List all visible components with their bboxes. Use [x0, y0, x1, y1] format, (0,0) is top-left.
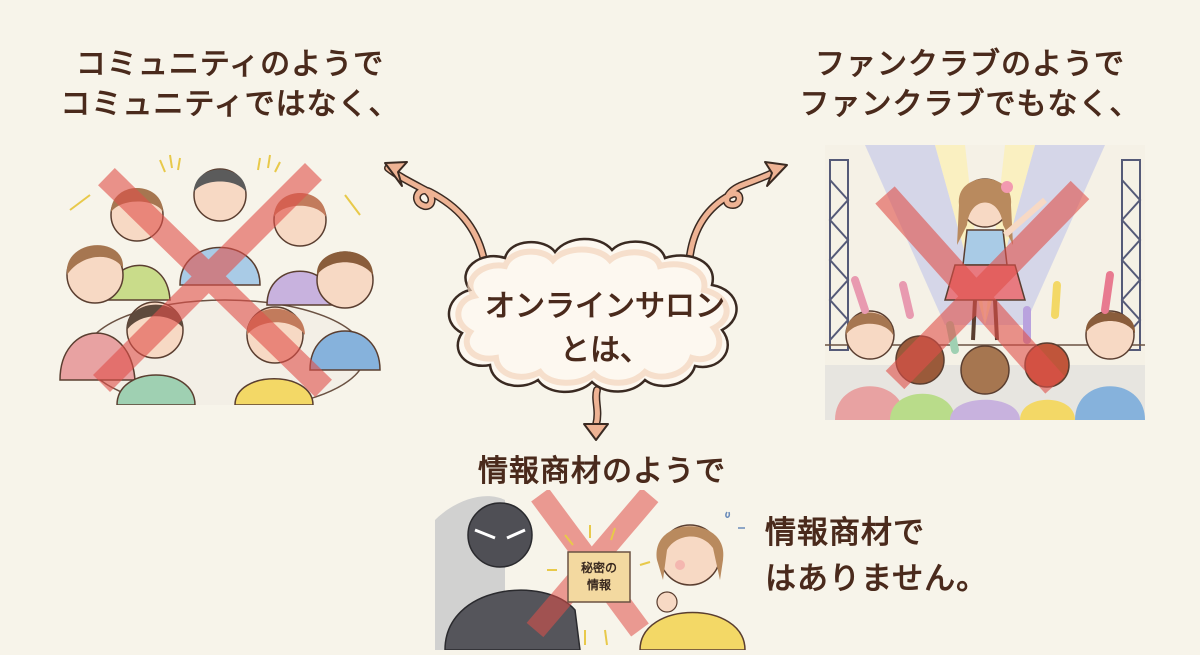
- conclusion-text: 情報商材で はありません。: [765, 510, 995, 602]
- cloud-title: オンラインサロン とは、: [455, 285, 755, 373]
- fanclub-heading-line1: ファンクラブのようで: [815, 47, 1125, 82]
- worried-woman-figure: [639, 524, 746, 650]
- box-label-line1: 秘密の: [580, 561, 617, 575]
- community-heading: コミュニティのようで コミュニティではなく、: [55, 45, 405, 125]
- info-product-illustration: [435, 490, 746, 650]
- cloud-title-line2: とは、: [560, 333, 650, 368]
- arrow-down-icon: [583, 386, 609, 441]
- secret-info-box-label: 秘密の 情報: [568, 552, 630, 602]
- fanclub-illustration: [825, 145, 1145, 420]
- cross-mark-icon: [93, 163, 332, 397]
- sparkle-icon: [69, 154, 361, 216]
- fanclub-heading-line2: ファンクラブでもなく、: [799, 87, 1141, 122]
- community-heading-line2: コミュニティではなく、: [60, 87, 400, 122]
- stage-truss: [828, 159, 1142, 351]
- conclusion-line1: 情報商材で: [765, 515, 925, 551]
- community-illustration: [59, 154, 381, 405]
- cross-mark-icon: [875, 180, 1090, 394]
- info-product-heading: 情報商材のようで: [462, 452, 742, 492]
- box-label-line2: 情報: [586, 578, 611, 592]
- arrow-right-icon: [686, 161, 788, 259]
- fanclub-heading: ファンクラブのようで ファンクラブでもなく、: [790, 45, 1150, 125]
- cloud-title-line1: オンラインサロン: [485, 289, 725, 324]
- secret-info-box: [567, 551, 631, 603]
- fan-crowd: [835, 310, 1145, 420]
- arrow-left-icon: [384, 161, 489, 269]
- info-product-heading-line1: 情報商材のようで: [478, 454, 726, 489]
- sparkle-icon: [547, 525, 651, 646]
- thought-cloud: [447, 237, 738, 394]
- conclusion-line2: はありません。: [765, 561, 989, 597]
- community-heading-line1: コミュニティのようで: [75, 47, 385, 82]
- sweat-drop-icon: [725, 511, 745, 529]
- person-icon: [309, 251, 381, 371]
